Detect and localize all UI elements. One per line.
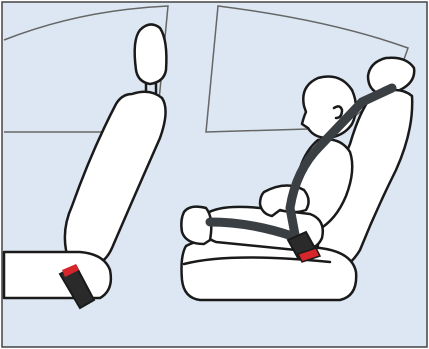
child-head — [302, 77, 356, 139]
front-seat-cushion — [4, 252, 111, 298]
child-lower-leg — [181, 207, 211, 244]
booster-base — [182, 240, 357, 300]
child-arm — [260, 185, 309, 216]
front-seat-headrest — [135, 24, 167, 84]
